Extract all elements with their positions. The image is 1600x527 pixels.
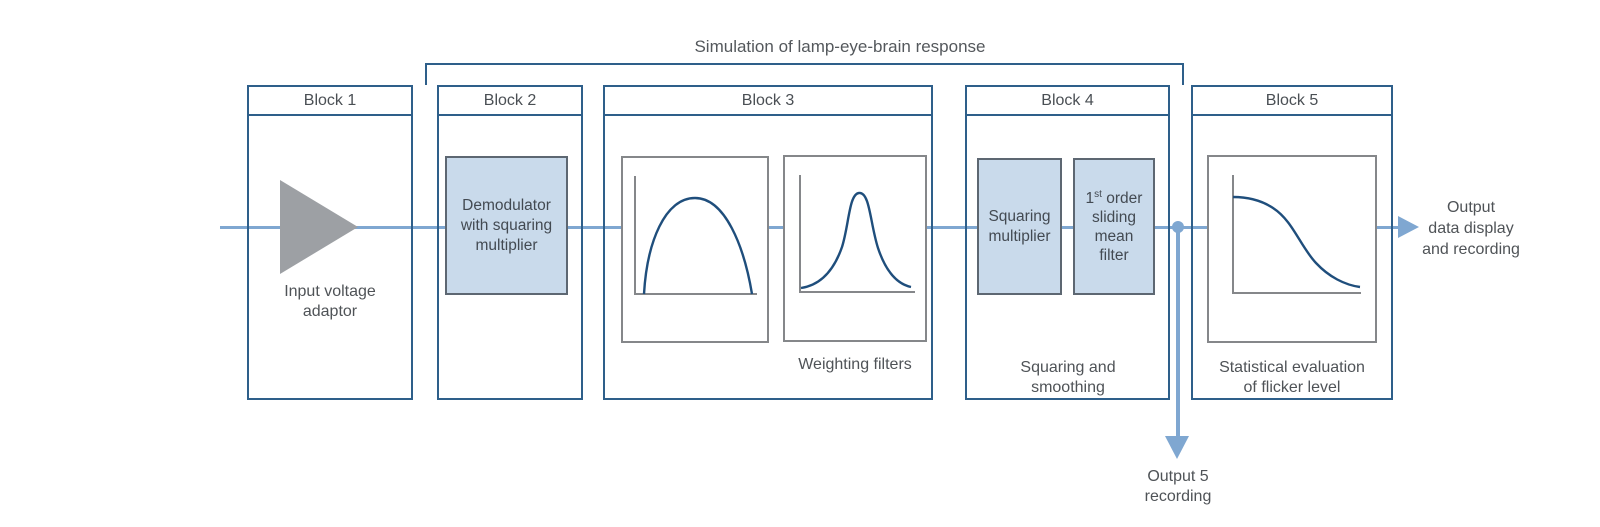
- branch-signal-line: [1176, 227, 1180, 437]
- block-1-header: Block 1: [249, 87, 411, 116]
- block-3: Block 3: [603, 85, 933, 400]
- block-3-header: Block 3: [605, 87, 931, 116]
- sliding-mean-line-3: mean: [1094, 227, 1134, 245]
- statistical-evaluation-graph: [1207, 155, 1377, 343]
- squaring-box-line-1: Squaring: [988, 207, 1051, 225]
- block-4-header: Block 4: [967, 87, 1168, 116]
- block-4-caption: Squaring and smoothing: [963, 358, 1173, 398]
- right-arrow-icon: [1398, 216, 1419, 238]
- junction-dot: [1172, 221, 1184, 233]
- block-3-caption: Weighting filters: [740, 355, 970, 375]
- demodulator-box-line-2: with squaring: [460, 216, 553, 234]
- block-2-label: Block 2: [483, 91, 537, 109]
- sliding-mean-line-1: 1st order: [1086, 189, 1143, 208]
- squaring-box-line-2: multiplier: [988, 227, 1051, 245]
- sliding-mean-line-2: sliding: [1092, 208, 1136, 226]
- demodulator-box-line-3: multiplier: [475, 236, 538, 254]
- block-4: Block 4: [965, 85, 1170, 400]
- demodulator-box: Demodulator with squaring multiplier: [445, 156, 568, 295]
- bandpass-response-curve-icon: [634, 176, 757, 295]
- block-5-label: Block 5: [1265, 91, 1319, 109]
- block-1-label: Block 1: [303, 91, 357, 109]
- block-3-label: Block 3: [741, 91, 795, 109]
- block-3-caption-line-1: Weighting filters: [798, 356, 912, 373]
- weighting-filter-curve-icon: [799, 175, 915, 293]
- demodulator-box-line-1: Demodulator: [462, 196, 551, 214]
- down-arrow-icon: [1165, 436, 1189, 459]
- first-order-word: order: [1101, 189, 1143, 207]
- block-5-caption-line-2: of flicker level: [1243, 379, 1341, 396]
- simulation-span-bracket: [425, 63, 1184, 85]
- sliding-mean-line-4: filter: [1099, 246, 1129, 264]
- squaring-multiplier-box: Squaring multiplier: [977, 158, 1062, 295]
- block-4-label: Block 4: [1041, 91, 1094, 109]
- block-4-caption-line-2: smoothing: [1031, 379, 1105, 396]
- block-2-header: Block 2: [439, 87, 581, 116]
- output-down-line-2: recording: [1144, 488, 1212, 505]
- diagram-title: Simulation of lamp-eye-brain response: [694, 37, 986, 56]
- block-1-caption-line-2: adaptor: [302, 303, 358, 320]
- weighting-filter-graph: [783, 155, 927, 342]
- block-5-header: Block 5: [1193, 87, 1391, 116]
- block-5-caption: Statistical evaluation of flicker level: [1181, 358, 1403, 398]
- output-right-line-2: data display: [1428, 220, 1514, 237]
- sliding-mean-filter-box: 1st order sliding mean filter: [1073, 158, 1155, 295]
- block-1-caption: Input voltage adaptor: [246, 282, 414, 322]
- block-1: Block 1: [247, 85, 413, 400]
- bandpass-response-graph: [621, 156, 769, 343]
- first-order-number: 1: [1085, 189, 1095, 207]
- output-5-recording-label: Output 5 recording: [1098, 467, 1258, 507]
- block-5: Block 5: [1191, 85, 1393, 400]
- ordinal-suffix: st: [1094, 188, 1102, 200]
- amplifier-triangle-icon: [280, 180, 358, 274]
- block-5-caption-line-1: Statistical evaluation: [1219, 359, 1365, 376]
- output-down-line-1: Output 5: [1147, 468, 1209, 485]
- cumulative-probability-curve-icon: [1232, 175, 1361, 294]
- block-2: Block 2: [437, 85, 583, 400]
- output-right-line-1: Output: [1446, 199, 1496, 216]
- block-1-caption-line-1: Input voltage: [284, 283, 376, 300]
- block-4-caption-line-1: Squaring and: [1020, 359, 1116, 376]
- output-data-display-label: Output data display and recording: [1395, 197, 1547, 260]
- output-right-line-3: and recording: [1422, 241, 1520, 258]
